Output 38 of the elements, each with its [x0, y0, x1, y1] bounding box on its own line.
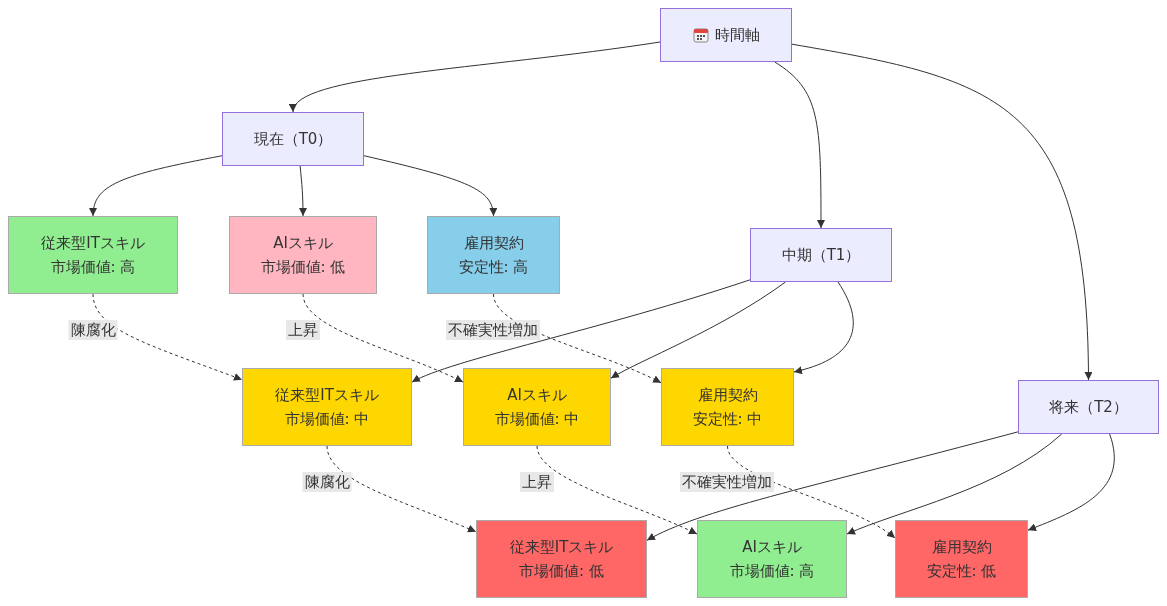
process-box: 雇用契約 安定性: 低	[895, 520, 1028, 598]
process-box: 従来型ITスキル 市場価値: 低	[476, 520, 647, 598]
arrow	[610, 281, 786, 379]
process-box: 従来型ITスキル 市場価値: 高	[8, 216, 178, 294]
arrow	[326, 445, 477, 533]
arrow	[89, 155, 223, 217]
box-label: 時間軸	[714, 25, 760, 46]
arrow	[793, 281, 854, 374]
process-box: 中期（T1）	[750, 228, 892, 282]
arrow	[646, 431, 1019, 541]
process-box: 従来型ITスキル 市場価値: 中	[242, 368, 412, 446]
process-box: AIスキル 市場価値: 高	[697, 520, 847, 598]
process-box: 将来（T2）	[1018, 380, 1159, 434]
arrow	[791, 43, 1093, 381]
edge-label: 陳腐化	[302, 472, 352, 492]
arrow	[1027, 433, 1115, 531]
arrow	[302, 293, 464, 383]
arrow	[493, 293, 662, 384]
edge-label: 不確実性増加	[680, 472, 774, 492]
arrow	[846, 433, 1063, 535]
arrow	[411, 279, 751, 383]
process-box: AIスキル 市場価値: 低	[229, 216, 377, 294]
edge-label: 上昇	[520, 472, 554, 492]
arrow	[774, 61, 825, 229]
arrow	[363, 155, 497, 217]
arrow	[92, 293, 243, 381]
edge-label: 不確実性増加	[446, 320, 540, 340]
edge-label: 陳腐化	[68, 320, 118, 340]
arrow	[536, 445, 698, 535]
arrow	[727, 445, 896, 539]
process-box: 現在（T0）	[222, 112, 364, 166]
process-box: 雇用契約 安定性: 高	[427, 216, 560, 294]
process-box: 雇用契約 安定性: 中	[661, 368, 794, 446]
arrow	[298, 165, 307, 217]
process-box: AIスキル 市場価値: 中	[463, 368, 611, 446]
arrow	[292, 41, 661, 113]
edge-label: 上昇	[286, 320, 320, 340]
process-box	[660, 8, 792, 62]
